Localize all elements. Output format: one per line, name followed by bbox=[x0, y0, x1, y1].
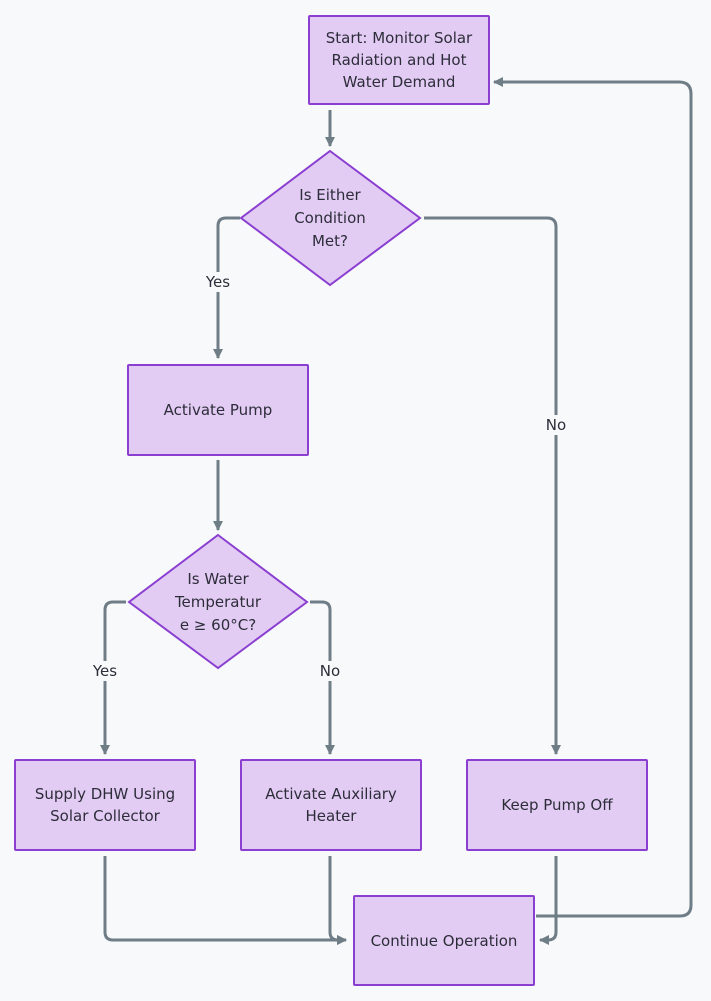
decision-condition-label: Is Either Condition Met? bbox=[294, 185, 366, 250]
edge-loop-back bbox=[493, 77, 693, 918]
edge-aux-to-continue bbox=[328, 856, 347, 945]
edge-condition-no bbox=[424, 216, 561, 755]
edge-keepoff-to-continue bbox=[539, 856, 558, 945]
edge-label-temp-yes: Yes bbox=[90, 661, 120, 681]
decision-temp-text: Is Water Temperatur e ≥ 60°C? bbox=[172, 567, 264, 637]
node-activate-pump: Activate Pump bbox=[127, 364, 309, 456]
decision-condition-shape bbox=[239, 149, 422, 287]
node-start: Start: Monitor Solar Radiation and Hot W… bbox=[308, 15, 490, 105]
node-start-label: Start: Monitor Solar Radiation and Hot W… bbox=[325, 29, 473, 91]
edge-temp-no bbox=[310, 600, 335, 755]
node-activate-pump-label: Activate Pump bbox=[163, 401, 273, 419]
edge-temp-yes bbox=[100, 600, 126, 755]
node-keep-pump-off: Keep Pump Off bbox=[466, 759, 648, 851]
decision-condition-text: Is Either Condition Met? bbox=[285, 183, 375, 253]
node-supply-dhw-label: Supply DHW Using Solar Collector bbox=[34, 785, 176, 825]
decision-temp-shape bbox=[127, 533, 309, 670]
node-keep-pump-off-label: Keep Pump Off bbox=[501, 796, 613, 814]
node-aux-heater: Activate Auxiliary Heater bbox=[240, 759, 422, 851]
edge-label-condition-no: No bbox=[543, 415, 569, 435]
edge-label-condition-yes: Yes bbox=[203, 272, 233, 292]
node-supply-dhw: Supply DHW Using Solar Collector bbox=[14, 759, 196, 851]
edge-condition-yes bbox=[213, 216, 240, 359]
edge-label-temp-no: No bbox=[317, 661, 343, 681]
node-aux-heater-label: Activate Auxiliary Heater bbox=[265, 785, 397, 825]
edge-dhw-to-continue bbox=[103, 856, 347, 945]
node-continue-operation: Continue Operation bbox=[353, 895, 535, 986]
node-continue-operation-label: Continue Operation bbox=[370, 931, 518, 950]
decision-temp-label: Is Water Temperatur e ≥ 60°C? bbox=[174, 569, 262, 634]
